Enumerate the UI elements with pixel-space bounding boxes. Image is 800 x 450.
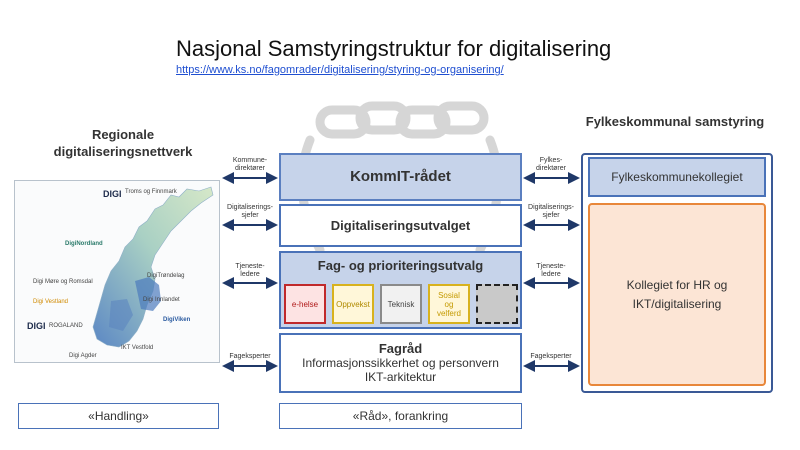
arrow-label-tjenesteledere-left: Tjeneste- ledere bbox=[220, 263, 280, 279]
kollegiet-hr-ikt-box: Kollegiet for HR og IKT/digitalisering bbox=[588, 203, 766, 386]
page-title: Nasjonal Samstyringstruktur for digitali… bbox=[176, 36, 612, 61]
map-label-digi-troms: DIGI bbox=[103, 189, 122, 199]
map-label-digi-rogaland: DIGI bbox=[27, 321, 46, 331]
map-label-innlandet: Digi Innlandet bbox=[143, 297, 180, 303]
kommit-radet-box: KommIT-rådet bbox=[279, 153, 522, 201]
sosial-line2: og bbox=[444, 299, 454, 309]
label-line: direktører bbox=[235, 165, 265, 172]
subcommittee-ehelse: e-helse bbox=[284, 284, 326, 324]
label-line: Kommune- bbox=[232, 157, 268, 164]
fagrad-line2: IKT-arkitektur bbox=[364, 370, 437, 384]
digitaliseringsutvalget-box: Digitaliseringsutvalget bbox=[279, 204, 522, 247]
map-label-trondelag: DigiTrøndelag bbox=[147, 273, 185, 279]
regional-heading-line2: digitaliseringsnettverk bbox=[53, 144, 193, 159]
sosial-line1: Sosial bbox=[438, 290, 460, 300]
arrow-label-kommunedirektorer: Kommune- direktører bbox=[220, 157, 280, 173]
county-governance-heading: Fylkeskommunal samstyring bbox=[585, 114, 765, 129]
arrow-label-digitaliseringssjefer-left: Digitaliserings- sjefer bbox=[220, 204, 280, 220]
norway-map bbox=[92, 186, 214, 348]
label-line: ledere bbox=[541, 271, 561, 278]
fagrad-box: Fagråd Informasjonssikkerhet og personve… bbox=[279, 333, 522, 393]
fag-prioritering-box: Fag- og prioriteringsutvalg e-helse Oppv… bbox=[279, 251, 522, 329]
label-line: Fageksperter bbox=[530, 353, 572, 360]
digitaliseringsutvalget-title: Digitaliseringsutvalget bbox=[330, 218, 471, 233]
arrow-label-digitaliseringssjefer-right: Digitaliserings- sjefer bbox=[521, 204, 581, 220]
subcommittee-sosial-velferd: Sosial og velferd bbox=[428, 284, 470, 324]
map-label-vestland: Digi Vestland bbox=[33, 299, 69, 305]
subcommittee-placeholder bbox=[476, 284, 518, 324]
label-line: Fageksperter bbox=[229, 353, 271, 360]
arrow-label-fageksperter-left: Fageksperter bbox=[220, 353, 280, 361]
arrow-label-fageksperter-right: Fageksperter bbox=[521, 353, 581, 361]
map-label-more-romsdal: Digi Møre og Romsdal bbox=[33, 279, 93, 285]
fylkeskommunekollegiet-box: Fylkeskommunekollegiet bbox=[588, 157, 766, 197]
map-label-agder: Digi Agder bbox=[69, 353, 97, 359]
label-line: sjefer bbox=[241, 212, 259, 219]
norway-map-panel: DIGI Troms og Finnmark DigiNordland Digi… bbox=[14, 180, 220, 363]
map-label-rogaland: ROGALAND bbox=[49, 323, 83, 329]
arrow-label-tjenesteledere-right: Tjeneste- ledere bbox=[521, 263, 581, 279]
label-line: Digitaliserings- bbox=[227, 204, 273, 211]
sosial-line3: velferd bbox=[436, 308, 461, 318]
fagrad-line1: Informasjonssikkerhet og personvern bbox=[302, 356, 499, 370]
label-line: Tjeneste- bbox=[235, 263, 265, 270]
regional-heading-line1: Regionale bbox=[91, 127, 155, 142]
label-line: Digitaliserings- bbox=[528, 204, 574, 211]
label-line: ledere bbox=[240, 271, 260, 278]
map-label-ikt-vestfold: IKT Vestfold bbox=[121, 345, 154, 351]
map-label-viken: DigiViken bbox=[163, 317, 191, 323]
fagrad-title: Fagråd bbox=[378, 341, 423, 356]
fag-prioritering-title: Fag- og prioriteringsutvalg bbox=[317, 258, 484, 273]
map-label-nordland: DigiNordland bbox=[65, 241, 103, 247]
handling-label: «Handling» bbox=[18, 403, 219, 429]
regional-network-heading: Regionale digitaliseringsnettverk bbox=[18, 126, 228, 160]
label-line: sjefer bbox=[542, 212, 560, 219]
kommit-radet-title: KommIT-rådet bbox=[350, 168, 451, 185]
rad-forankring-label: «Råd», forankring bbox=[279, 403, 522, 429]
map-label-troms-finnmark: Troms og Finnmark bbox=[125, 189, 177, 195]
label-line: Fylkes- bbox=[539, 157, 563, 164]
subcommittee-teknisk: Teknisk bbox=[380, 284, 422, 324]
source-link[interactable]: https://www.ks.no/fagomrader/digitaliser… bbox=[176, 64, 504, 76]
subcommittee-oppvekst: Oppvekst bbox=[332, 284, 374, 324]
label-line: direktører bbox=[536, 165, 566, 172]
label-line: Tjeneste- bbox=[536, 263, 566, 270]
arrow-label-fylkesdirektorer: Fylkes- direktører bbox=[521, 157, 581, 173]
